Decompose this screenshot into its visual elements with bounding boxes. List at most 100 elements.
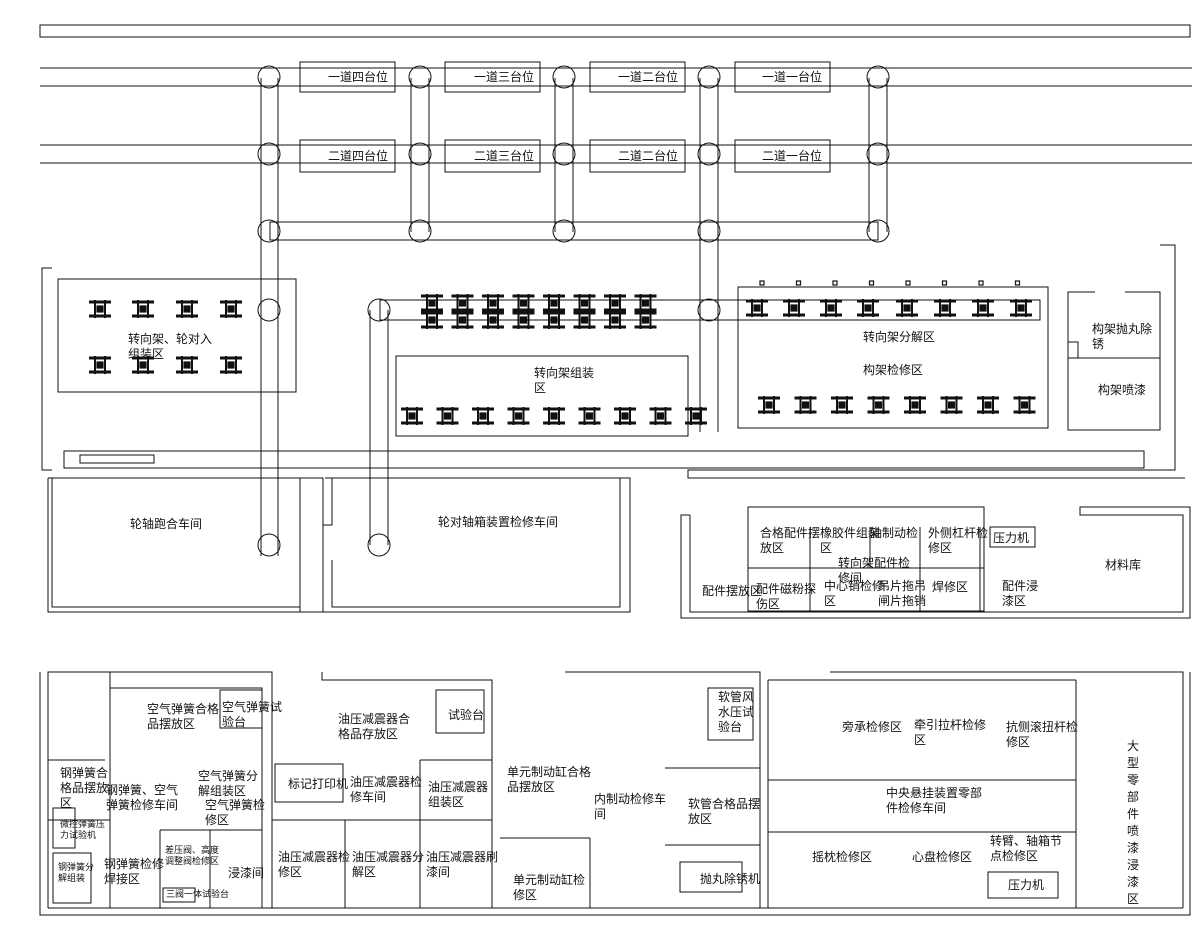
- wall-left-mid: [41, 267, 52, 471]
- label-qualified-parts: 合格配件摆放区: [760, 526, 821, 555]
- label-frame-painting: 构架喷漆: [1098, 383, 1147, 397]
- wheelset-door: [300, 477, 345, 526]
- station-label-1-4: 一道四台位: [328, 70, 389, 84]
- label-triple-valve: 三阀一体试验台: [166, 890, 230, 900]
- three-valve-box: [162, 887, 196, 903]
- label-hose-test: 软管风水压试验台: [718, 690, 755, 734]
- label-large-parts-paint: 大型零部件喷漆浸漆区: [1126, 739, 1139, 906]
- label-center-plate: 心盘检修区: [912, 850, 973, 864]
- turntables: [257, 65, 890, 557]
- disassembly-area-box: [737, 286, 1049, 429]
- press-box-2: [987, 871, 1059, 899]
- bogie-symbol: [220, 356, 242, 374]
- label-air-spring-repair: 空气弹簧检修区: [205, 798, 266, 827]
- label-spring-weld: 钢弹簧检修焊接区: [104, 857, 165, 886]
- label-bolster: 摇枕检修区: [812, 850, 873, 864]
- bogie-symbol: [436, 407, 459, 425]
- bogie-symbol: [934, 299, 956, 317]
- label-marking-printer: 标记打印机: [288, 777, 349, 791]
- label-bogie-disassembly: 转向架分解区: [863, 330, 936, 344]
- label-air-spring-test: 空气弹簧试验台: [222, 700, 283, 729]
- bogie-symbol: [451, 311, 474, 329]
- bogie-symbol: [783, 299, 805, 317]
- label-magnetic-inspection: 配件磁粉探伤区: [756, 582, 817, 611]
- label-air-spring-disassembly: 空气弹簧分解组装区: [198, 769, 259, 798]
- bogie-symbol: [820, 299, 842, 317]
- bogie-assembly-box: [395, 355, 689, 437]
- bogie-symbol: [685, 407, 707, 425]
- bogie-symbol: [896, 299, 918, 317]
- station-box: [734, 61, 831, 93]
- label-wheelset-axlebox: 轮对轴箱装置检修车间: [438, 515, 559, 529]
- station-box: [444, 61, 541, 93]
- label-valve-repair: 差压阀、高度调整阀检修区: [165, 846, 220, 867]
- bogie-symbol: [1013, 396, 1036, 414]
- label-dip-room: 浸漆间: [228, 866, 265, 880]
- bogie-symbol: [512, 311, 535, 329]
- shot-blast-box: [679, 861, 743, 893]
- micro-spring-box: [52, 807, 76, 849]
- spring-shop-wall: [47, 671, 273, 908]
- station-label-2-4: 二道四台位: [328, 149, 389, 163]
- press-box-1: [989, 526, 1036, 548]
- bogie-symbol: [401, 407, 423, 425]
- label-spring-dis: 钢弹簧分解组装: [58, 863, 95, 884]
- label-micro-spring-press: 微控弹簧压力试验机: [60, 820, 106, 841]
- label-damper-inspect: 油压减震器检修区: [278, 850, 351, 879]
- marker-square: [795, 280, 802, 286]
- bogie-symbol: [573, 294, 596, 312]
- bogie-symbol: [614, 407, 636, 425]
- label-damper-paint: 油压减震器刷漆间: [426, 850, 499, 879]
- label-brake-cyl-repair: 单元制动缸检修区: [513, 873, 586, 902]
- wheelset-wall: [47, 477, 631, 613]
- marker-square: [868, 280, 875, 286]
- station-label-2-1: 二道一台位: [762, 149, 823, 163]
- bogie-symbol: [1010, 299, 1032, 317]
- transfer-lane-h2: [379, 299, 1041, 321]
- bogie-symbol: [176, 300, 198, 318]
- bogie-symbol: [543, 294, 565, 312]
- label-brake-parts: 轴制动检: [870, 526, 919, 540]
- station-label-2-2: 二道二台位: [618, 149, 679, 163]
- label-damper-disassembly: 油压减震器分解区: [352, 850, 425, 879]
- bogie-symbol: [421, 294, 443, 312]
- bogie-symbol: [543, 311, 565, 329]
- marker-square: [832, 280, 838, 286]
- label-frame-repair: 构架检修区: [863, 363, 924, 377]
- label-anti-roll: 抗侧滚扭杆检修区: [1006, 720, 1079, 749]
- bogie-symbol: [977, 396, 999, 414]
- label-side-bearing: 旁承检修区: [842, 720, 903, 734]
- marking-printer-box: [274, 763, 344, 803]
- bogie-wheel-area-box: [57, 278, 297, 393]
- label-arm-node: 转臂、轴箱节点检修区: [990, 834, 1063, 863]
- marker-square: [941, 280, 948, 286]
- transfer-lane-h1: [269, 221, 879, 241]
- label-welding: 焊修区: [932, 580, 969, 594]
- shot-blast-wall: [1067, 291, 1161, 431]
- bogie-symbol: [132, 300, 154, 318]
- bogie-symbol: [451, 294, 474, 312]
- bogie-symbol: [543, 407, 565, 425]
- bogie-symbol: [649, 407, 672, 425]
- bogie-symbol: [578, 407, 601, 425]
- bogie-symbol: [746, 299, 768, 317]
- hose-test-box: [707, 687, 754, 741]
- wheelset-inner-wall-2: [331, 478, 621, 608]
- spring-shop-wall: [109, 672, 263, 908]
- label-damper-assembly: 油压减震器组装区: [428, 780, 489, 809]
- bogie-symbol: [472, 407, 494, 425]
- station-label-1-2: 一道二台位: [618, 70, 679, 84]
- bogie-symbol: [794, 396, 817, 414]
- label-bogie-parts-workshop: 转向架配件检修间: [838, 556, 911, 585]
- label-parts-dip: 配件浸漆区: [1002, 579, 1039, 608]
- marker-square: [905, 280, 911, 286]
- station-label-2-3: 二道三台位: [474, 149, 535, 163]
- suspension-wall: [830, 671, 1184, 908]
- label-bogie-assembly: 转向架组装区: [534, 366, 595, 395]
- label-brake-cyl-qualified: 单元制动缸合格品摆放区: [507, 765, 592, 794]
- label-material-store: 材料库: [1105, 558, 1142, 572]
- label-press-2: 压力机: [1008, 878, 1045, 892]
- station-box: [299, 61, 396, 93]
- bogie-symbol: [904, 396, 926, 414]
